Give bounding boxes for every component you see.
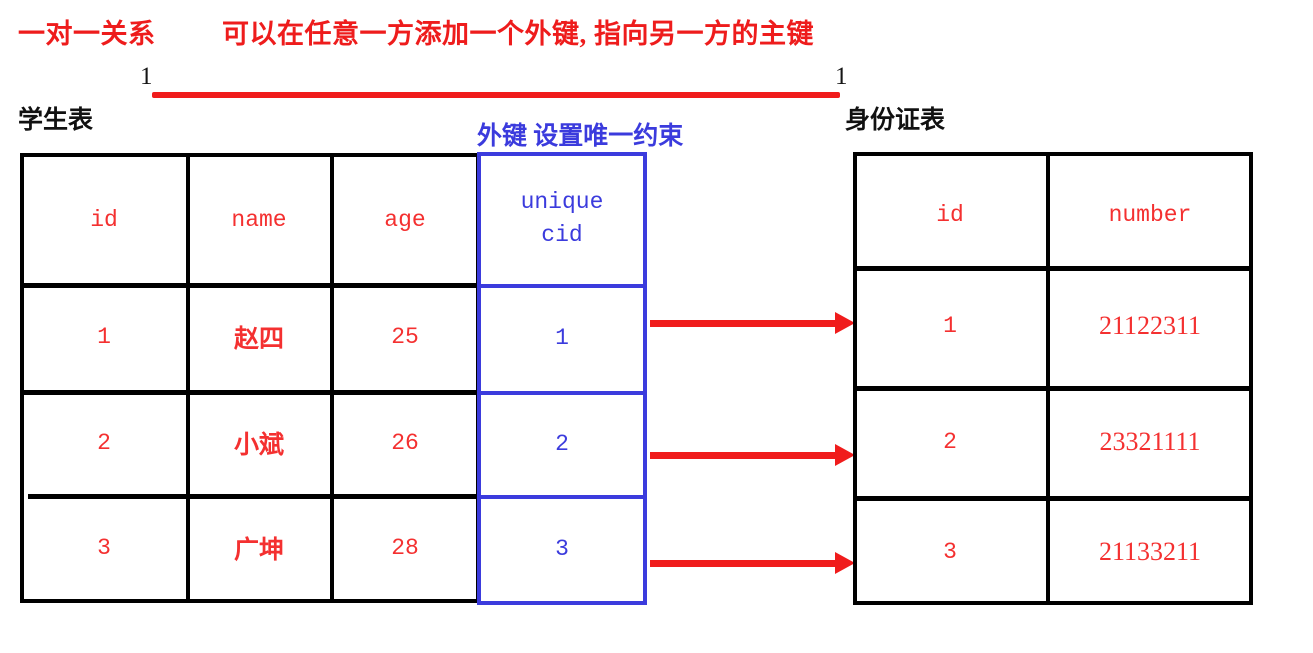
idcard-row-divider-2: [853, 386, 1253, 391]
fk-value-1: 1: [555, 325, 569, 351]
student-table-caption: 学生表: [18, 107, 94, 134]
foreign-key-annotation: 外键 设置唯一约束: [477, 123, 684, 150]
fk-arrow-head-3: [835, 552, 855, 574]
idcard-header-id: id: [936, 202, 964, 228]
fk-value-3: 3: [555, 536, 569, 562]
idcard-table-caption: 身份证表: [845, 107, 946, 134]
student-header-id: id: [90, 207, 118, 233]
fk-arrow-shaft-3: [650, 560, 842, 567]
fk-value-2: 2: [555, 431, 569, 457]
idcard-row-divider-1: [853, 266, 1253, 271]
idcard-table: [853, 152, 1253, 605]
fk-row-divider-2: [477, 391, 647, 395]
student-header-name: name: [231, 207, 287, 233]
student-row-3-id: 3: [97, 535, 111, 561]
student-row-divider-2: [20, 390, 480, 395]
idcard-row-3-number: 21133211: [1098, 537, 1202, 566]
fk-arrow-head-1: [835, 312, 855, 334]
fk-header-cell: unique cid: [481, 158, 643, 280]
relation-type-title: 一对一关系: [18, 19, 156, 49]
fk-row-divider-1: [477, 284, 647, 288]
student-row-2-name: 小斌: [233, 432, 284, 459]
cardinality-right: 1: [835, 63, 848, 90]
idcard-row-1-id: 1: [943, 313, 957, 339]
student-row-2-id: 2: [97, 430, 111, 456]
idcard-row-divider-3: [853, 496, 1253, 501]
student-header-age: age: [384, 207, 426, 233]
student-row-1-name: 赵四: [233, 326, 284, 353]
fk-arrow-head-2: [835, 444, 855, 466]
relationship-line: [152, 92, 840, 98]
student-row-1-id: 1: [97, 324, 111, 350]
relation-description: 可以在任意一方添加一个外键, 指向另一方的主键: [222, 19, 814, 49]
fk-unique-label: unique: [520, 188, 604, 215]
student-row-3-name: 广坤: [233, 537, 284, 564]
fk-row-divider-3: [477, 495, 647, 499]
foreign-key-column: [477, 152, 647, 605]
cardinality-left: 1: [140, 63, 153, 90]
idcard-col-divider-1: [1046, 152, 1050, 605]
fk-arrow-shaft-1: [650, 320, 842, 327]
student-row-divider-3: [28, 494, 480, 499]
student-row-divider-1: [20, 283, 480, 288]
idcard-row-3-id: 3: [943, 539, 957, 565]
student-col-divider-2: [330, 153, 334, 603]
student-row-2-age: 26: [391, 430, 419, 456]
fk-arrow-shaft-2: [650, 452, 842, 459]
idcard-row-2-number: 23321111: [1099, 427, 1201, 456]
student-row-1-age: 25: [391, 324, 419, 350]
fk-cid-label: cid: [541, 222, 583, 248]
student-col-divider-1: [186, 153, 190, 603]
idcard-row-2-id: 2: [943, 429, 957, 455]
idcard-header-number: number: [1108, 202, 1192, 228]
idcard-row-1-number: 21122311: [1098, 311, 1202, 340]
student-row-3-age: 28: [391, 535, 419, 561]
